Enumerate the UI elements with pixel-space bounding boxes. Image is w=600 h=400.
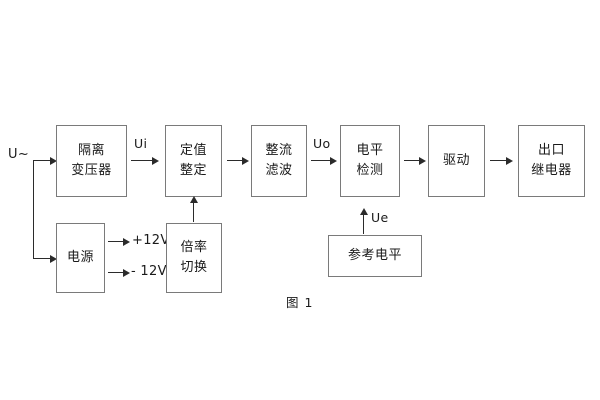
- arrow-ui: [152, 156, 159, 165]
- block-output-relay-line-2: 继电器: [531, 163, 572, 178]
- block-setting-value-line-2: 整定: [179, 163, 207, 178]
- wire-setting-to-rectify: [227, 160, 247, 161]
- block-isolation-transformer[interactable]: 隔离 变压器: [56, 125, 127, 197]
- wire-input-stub: [33, 160, 55, 161]
- arrow-into-power-supply: [50, 254, 57, 263]
- block-power-supply[interactable]: 电源: [56, 223, 105, 293]
- arrow-level-to-driver: [419, 156, 426, 165]
- wire-multiplier-to-setting: [193, 200, 194, 222]
- block-multiplier-switch[interactable]: 倍率 切换: [166, 223, 222, 293]
- block-driver[interactable]: 驱动: [428, 125, 485, 197]
- arrow-multiplier-to-setting: [189, 196, 198, 203]
- rail-label-positive: +12V: [132, 233, 170, 248]
- wire-input-bus-vertical: [33, 160, 34, 258]
- wire-input-to-power-supply: [33, 258, 55, 259]
- block-setting-value-line-1: 定值: [179, 142, 207, 158]
- signal-label-ue: Ue: [371, 210, 389, 225]
- block-driver-line-1: 驱动: [442, 152, 470, 168]
- input-source-label: U~: [8, 147, 30, 162]
- block-rectify-filter[interactable]: 整流 滤波: [251, 125, 307, 197]
- wire-ue: [363, 212, 364, 234]
- block-reference-level-line-1: 参考电平: [347, 247, 402, 263]
- arrow-rail-negative: [123, 268, 130, 277]
- wire-uo: [311, 160, 335, 161]
- arrow-into-isolation-transformer: [50, 156, 57, 165]
- block-output-relay[interactable]: 出口 继电器: [518, 125, 585, 197]
- wire-driver-to-relay: [490, 160, 511, 161]
- block-multiplier-switch-line-2: 切换: [180, 260, 208, 275]
- block-level-detect-line-2: 检测: [356, 163, 384, 178]
- block-multiplier-switch-line-1: 倍率: [180, 239, 208, 255]
- block-output-relay-line-1: 出口: [537, 142, 565, 158]
- rail-label-negative: - 12V: [131, 264, 167, 279]
- wire-level-to-driver: [404, 160, 424, 161]
- block-isolation-transformer-line-1: 隔离: [77, 142, 105, 158]
- block-level-detect-line-1: 电平: [356, 142, 384, 158]
- block-isolation-transformer-line-2: 变压器: [71, 163, 112, 178]
- wire-rail-negative: [108, 272, 127, 273]
- wire-ui: [131, 160, 157, 161]
- figure-caption: 图 1: [286, 295, 314, 310]
- signal-label-ui: Ui: [134, 136, 148, 151]
- block-rectify-filter-line-1: 整流: [265, 142, 293, 158]
- arrow-driver-to-relay: [506, 156, 513, 165]
- arrow-rail-positive: [123, 237, 130, 246]
- block-rectify-filter-line-2: 滤波: [265, 163, 293, 178]
- wire-rail-positive: [108, 241, 127, 242]
- block-power-supply-line-1: 电源: [66, 249, 94, 265]
- arrow-setting-to-rectify: [242, 156, 249, 165]
- arrow-uo: [330, 156, 337, 165]
- signal-label-uo: Uo: [313, 136, 331, 151]
- block-setting-value[interactable]: 定值 整定: [165, 125, 222, 197]
- arrow-ue: [359, 208, 368, 215]
- block-reference-level[interactable]: 参考电平: [328, 235, 422, 277]
- block-level-detect[interactable]: 电平 检测: [340, 125, 400, 197]
